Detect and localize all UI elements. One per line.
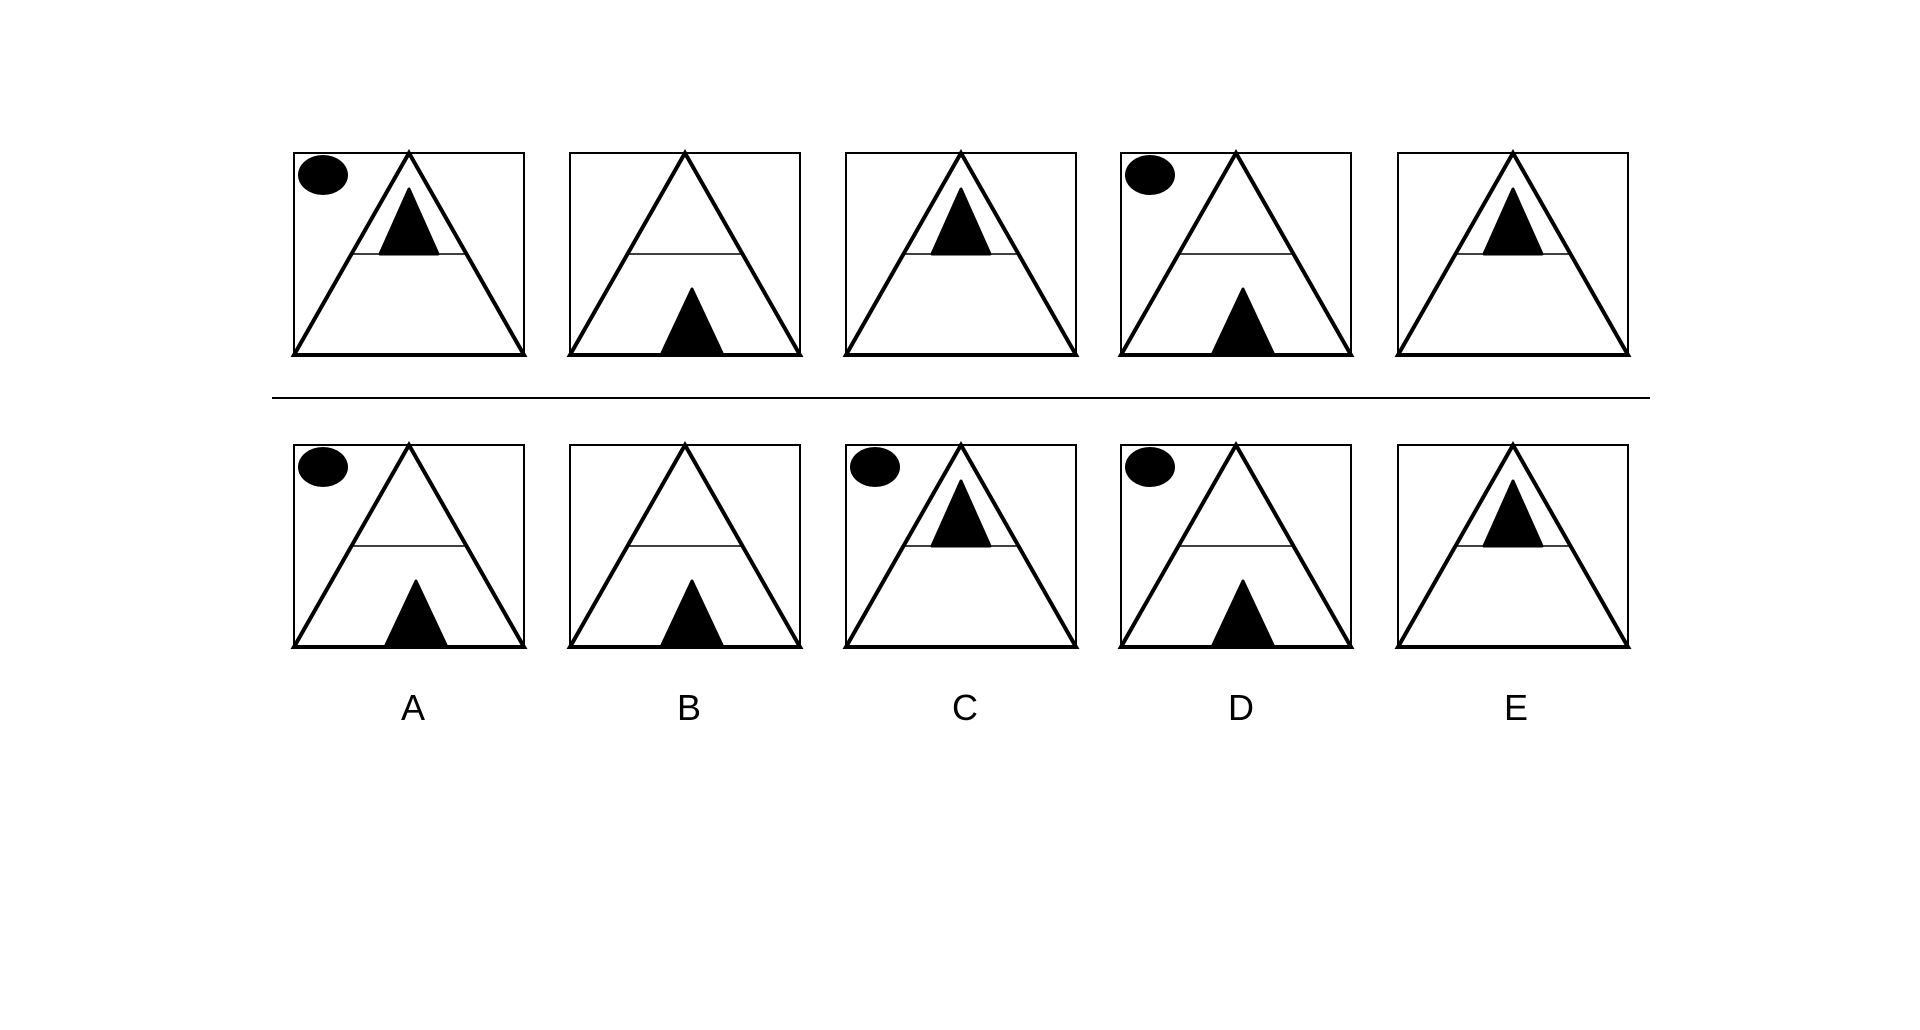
option-figure-4[interactable] xyxy=(1117,440,1355,649)
sequence-figure-1 xyxy=(290,148,528,357)
inner-triangle-icon xyxy=(378,187,440,256)
circle-icon xyxy=(850,447,900,487)
option-figure-1[interactable] xyxy=(290,440,528,649)
circle-icon xyxy=(298,155,348,195)
inner-triangle-icon xyxy=(1482,187,1544,256)
option-figure-2[interactable] xyxy=(566,440,804,649)
inner-triangle-icon xyxy=(660,287,724,355)
option-label-e: E xyxy=(1503,687,1528,728)
option-label-a: A xyxy=(400,687,425,728)
circle-icon xyxy=(298,447,348,487)
option-label-c: C xyxy=(952,687,978,728)
option-figure-5[interactable] xyxy=(1394,440,1632,649)
sequence-figure-5 xyxy=(1394,148,1632,357)
sequence-figure-4 xyxy=(1117,148,1355,357)
inner-triangle-icon xyxy=(384,579,448,647)
inner-triangle-icon xyxy=(1211,287,1275,355)
inner-triangle-icon xyxy=(930,479,992,548)
option-label-d: D xyxy=(1228,687,1254,728)
option-label-b: B xyxy=(676,687,701,728)
inner-triangle-icon xyxy=(660,579,724,647)
option-figure-3[interactable] xyxy=(842,440,1080,649)
sequence-figure-3 xyxy=(842,148,1080,357)
inner-triangle-icon xyxy=(1482,479,1544,548)
sequence-figure-2 xyxy=(566,148,804,357)
inner-triangle-icon xyxy=(930,187,992,256)
circle-icon xyxy=(1125,447,1175,487)
circle-icon xyxy=(1125,155,1175,195)
row-divider xyxy=(272,397,1650,399)
inner-triangle-icon xyxy=(1211,579,1275,647)
